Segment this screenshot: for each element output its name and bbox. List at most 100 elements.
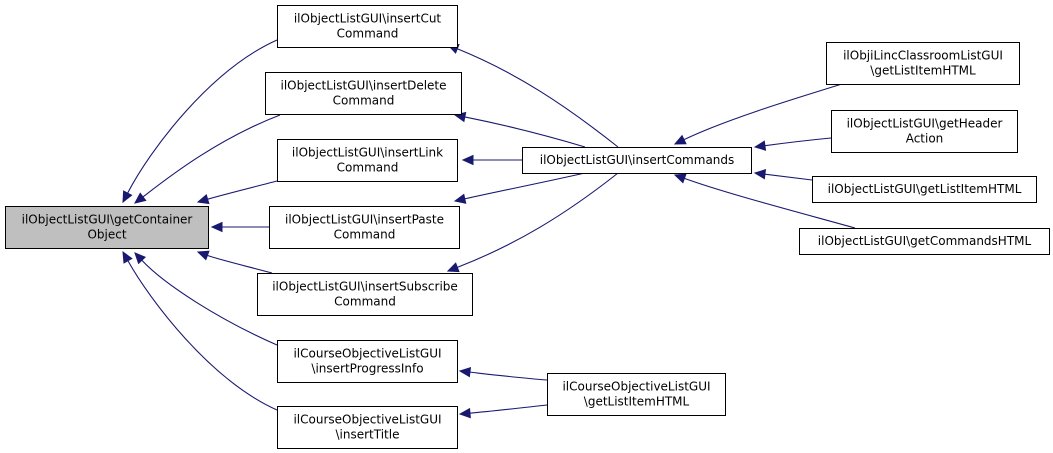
edge-arrowhead [461,154,474,166]
edge-arrowhead [458,366,472,378]
node-getListItemHTML[interactable]: ilObjectListGUI\getListItemHTML [812,176,1037,203]
node-label: Object [87,228,126,242]
node-label: ilObjectListGUI\insertCut [294,12,442,26]
edge-insertCommands-to-insertCutCommand [446,44,619,148]
edge-getCommandsHTML-to-insertCommands [673,173,856,229]
edge-line [142,114,281,198]
node-insertCommands[interactable]: ilObjectListGUI\insertCommands [522,147,752,174]
edge-line [764,137,832,147]
edges-layer [122,39,856,419]
node-getCommandsHTML[interactable]: ilObjectListGUI\getCommandsHTML [799,228,1050,255]
edge-line [207,180,278,200]
edge-linccGetListItemHTML-to-insertCommands [673,83,843,145]
node-insertTitle[interactable]: ilCourseObjectiveListGUI\insertTitle [277,406,458,449]
edge-line [464,172,586,200]
edge-arrowhead [134,192,147,204]
node-label: Command [337,161,399,175]
edge-insertCommands-to-insertLinkCommand [461,154,523,166]
edge-line [127,39,278,194]
edge-getHeaderAction-to-insertCommands [753,137,832,151]
node-box [831,110,1018,153]
node-box [277,406,458,449]
node-box [265,72,462,115]
node-insertProgressInfo[interactable]: ilCourseObjectiveListGUI\insertProgressI… [277,340,458,383]
node-linccGetListItemHTML[interactable]: ilObjiLincClassroomListGUI\getListItemHT… [826,42,1020,85]
edge-arrowhead [122,250,133,264]
edge-line [141,259,278,346]
node-label: ilCourseObjectiveListGUI [562,380,710,394]
edge-line [207,254,273,274]
edge-arrowhead [196,193,210,205]
node-label: ilObjectListGUI\getContainer [22,213,193,227]
node-label: ilCourseObjectiveListGUI [293,413,441,427]
edge-arrowhead [673,173,687,184]
node-label: ilObjectListGUI\getListItemHTML [828,182,1022,196]
edge-courseObjGetListItemHTML-to-insertTitle [458,404,548,419]
edge-insertCommands-to-insertDeleteCommand [453,111,586,148]
node-box [277,5,458,48]
node-label: Command [334,295,396,309]
node-label: ilObjectListGUI\insertPaste [285,213,444,227]
node-box [5,206,209,249]
edge-insertLinkCommand-to-getContainerObject [196,180,278,205]
node-box [257,273,473,316]
edge-insertProgressInfo-to-getContainerObject [134,252,278,346]
edge-arrowhead [458,407,471,419]
edge-insertTitle-to-getContainerObject [122,250,278,411]
node-label: Command [337,27,399,41]
node-box [277,340,458,383]
edge-insertCommands-to-insertSubscribeCommand [446,172,619,273]
edge-insertSubscribeCommand-to-getContainerObject [196,250,273,274]
node-label: ilObjectListGUI\getCommandsHTML [818,234,1032,248]
node-box [522,147,752,174]
edge-arrowhead [122,190,133,204]
edge-arrowhead [210,221,223,233]
edge-line [684,177,856,229]
node-box [799,228,1050,255]
edge-line [457,48,619,148]
node-label: ilObjectListGUI\getHeader [847,117,1003,131]
edge-line [464,116,586,148]
edge-insertCommands-to-insertPasteCommand [453,172,586,204]
edge-line [469,404,548,414]
edge-arrowhead [134,252,147,265]
edge-line [469,371,548,381]
node-label: \insertProgressInfo [311,362,423,376]
node-label: \insertTitle [336,428,400,442]
node-courseObjGetListItemHTML[interactable]: ilCourseObjectiveListGUI\getListItemHTML [547,373,726,416]
node-box [269,206,460,249]
node-label: ilObjectListGUI\insertCommands [540,153,735,167]
edge-line [683,83,843,141]
edge-arrowhead [753,140,767,151]
edge-arrowhead [446,262,460,273]
node-box [547,373,726,416]
edge-arrowhead [453,193,467,204]
node-label: ilObjectListGUI\insertLink [292,146,443,160]
edge-insertCutCommand-to-getContainerObject [122,39,278,204]
node-label: Action [906,132,944,146]
edge-getListItemHTML-to-insertCommands [753,169,813,181]
node-label: Command [333,94,395,108]
node-label: ilObjectListGUI\insertSubscribe [272,280,458,294]
edge-insertDeleteCommand-to-getContainerObject [134,114,281,204]
node-label: \getListItemHTML [870,64,976,78]
edge-courseObjGetListItemHTML-to-insertProgressInfo [458,366,548,381]
node-box [826,42,1020,85]
edge-arrowhead [753,169,767,180]
node-box [277,139,458,182]
edge-arrowhead [196,250,210,261]
edge-line [457,172,619,268]
node-label: ilCourseObjectiveListGUI [293,347,441,361]
node-label: ilObjiLincClassroomListGUI [843,49,1003,63]
edge-line [127,260,278,411]
node-box [812,176,1037,203]
node-label: Command [334,228,396,242]
